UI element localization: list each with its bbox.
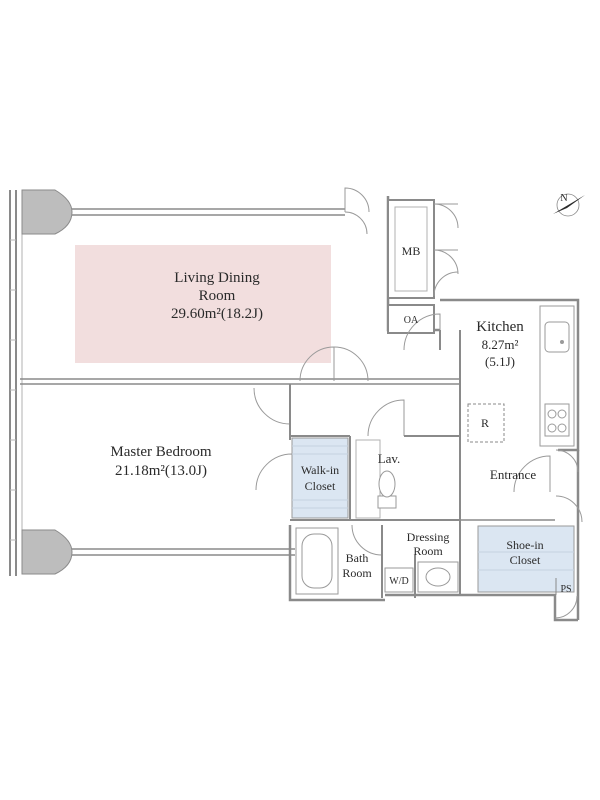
kitchen-name: Kitchen (476, 319, 524, 335)
bath-line2: Room (342, 566, 372, 580)
washer-dryer-label: W/D (389, 576, 408, 587)
partitions (289, 330, 555, 598)
meter-box-label: MB (402, 244, 421, 258)
bathtub-fixture (295, 527, 339, 595)
column-bottom-left (21, 529, 73, 575)
toilet-fixture (355, 439, 397, 519)
kitchen-area: 8.27m² (482, 337, 519, 352)
compass-north-label: N (560, 193, 567, 204)
refrigerator-outline (467, 403, 505, 443)
pipe-space-label: PS (560, 584, 571, 595)
shoe-closet (477, 525, 575, 595)
living-area: 29.60m²(18.2J) (171, 306, 263, 322)
living-bedroom-divider (20, 378, 460, 385)
kitchen-tatami: (5.1J) (485, 354, 515, 369)
bath-line1: Bath (346, 551, 369, 565)
kitchen-counter (539, 305, 575, 447)
doors (253, 187, 583, 619)
oa-label: OA (404, 315, 419, 326)
compass-icon: N (553, 193, 585, 217)
washer-dryer-box (384, 567, 414, 593)
curtain-wall (9, 190, 23, 576)
column-top-left (21, 189, 73, 235)
dressing-line1: Dressing (407, 530, 450, 544)
living-highlight (75, 245, 331, 363)
shoe-closet-line2: Closet (510, 553, 541, 567)
walk-in-closet-line2: Closet (305, 479, 336, 493)
living-name-line1: Living Dining (174, 270, 260, 286)
dressing-sink (417, 561, 459, 593)
master-bedroom-area: 21.18m²(13.0J) (115, 463, 207, 479)
refrigerator-label: R (481, 416, 489, 430)
dressing-line2: Room (413, 544, 443, 558)
exterior-walls (72, 196, 580, 622)
shoe-closet-line1: Shoe-in (506, 538, 543, 552)
master-bedroom-name: Master Bedroom (110, 444, 212, 460)
walk-in-closet (291, 437, 349, 519)
lavatory-label: Lav. (378, 451, 401, 466)
entrance-label: Entrance (490, 467, 536, 482)
walk-in-closet-line1: Walk-in (301, 463, 339, 477)
living-name-line2: Room (199, 288, 236, 304)
